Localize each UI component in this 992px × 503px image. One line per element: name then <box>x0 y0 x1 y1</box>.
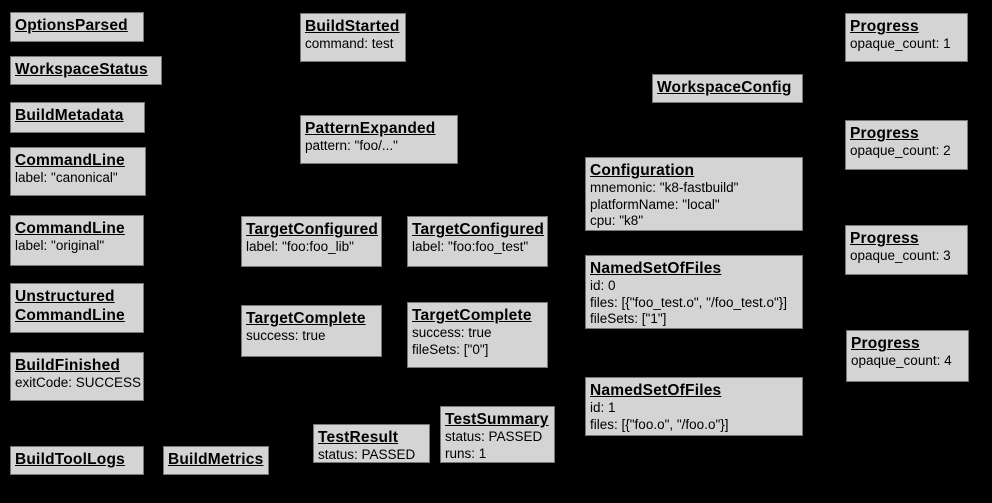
node-title: Unstructured CommandLine <box>15 288 125 324</box>
event-node-progress-2: Progress opaque_count: 2 <box>845 120 968 170</box>
event-node-progress-1: Progress opaque_count: 1 <box>845 13 968 62</box>
event-node-target-configured-foo-lib: TargetConfigured label: "foo:foo_lib" <box>241 216 382 267</box>
node-field: mnemonic: "k8-fastbuild" <box>590 180 739 195</box>
node-field: opaque_count: 4 <box>851 353 952 368</box>
node-field: exitCode: SUCCESS <box>15 375 142 390</box>
event-node-named-set-of-files-0: NamedSetOfFiles id: 0 files: [{"foo_test… <box>585 255 803 329</box>
node-title: NamedSetOfFiles <box>590 260 722 277</box>
node-field: pattern: "foo/..." <box>305 138 398 153</box>
event-node-target-complete-foo-test: TargetComplete success: true fileSets: [… <box>407 302 548 368</box>
event-node-test-result: TestResult status: PASSED <box>313 424 430 463</box>
node-title: OptionsParsed <box>15 17 128 34</box>
event-node-configuration: Configuration mnemonic: "k8-fastbuild" p… <box>585 157 803 231</box>
node-field: label: "canonical" <box>15 170 118 185</box>
event-node-progress-3: Progress opaque_count: 3 <box>845 225 968 275</box>
node-field: fileSets: ["1"] <box>590 311 667 326</box>
node-field: id: 1 <box>590 400 616 415</box>
node-field: status: PASSED <box>318 447 416 462</box>
node-field: label: "original" <box>15 238 105 253</box>
event-node-build-started: BuildStarted command: test <box>300 13 406 62</box>
node-title: TestResult <box>318 429 399 446</box>
event-node-target-configured-foo-test: TargetConfigured label: "foo:foo_test" <box>407 216 548 267</box>
event-node-unstructured-command-line: Unstructured CommandLine <box>10 283 144 333</box>
node-title: Configuration <box>590 162 695 179</box>
node-title: Progress <box>850 18 919 35</box>
node-field: status: PASSED <box>445 429 543 444</box>
node-title: BuildMetrics <box>168 451 264 468</box>
event-node-build-metadata: BuildMetadata <box>10 102 145 133</box>
node-field: success: true <box>412 325 492 340</box>
node-field: label: "foo:foo_lib" <box>246 239 354 254</box>
event-node-options-parsed: OptionsParsed <box>10 12 144 42</box>
node-title: WorkspaceConfig <box>657 79 792 96</box>
node-title: BuildStarted <box>305 18 400 35</box>
node-title: NamedSetOfFiles <box>590 382 722 399</box>
event-node-workspace-status: WorkspaceStatus <box>10 56 162 85</box>
event-node-named-set-of-files-1: NamedSetOfFiles id: 1 files: [{"foo.o", … <box>585 377 803 436</box>
event-node-workspace-config: WorkspaceConfig <box>652 74 803 103</box>
node-field: success: true <box>246 328 326 343</box>
event-node-test-summary: TestSummary status: PASSED runs: 1 <box>440 406 555 463</box>
node-title: Progress <box>850 125 919 142</box>
event-node-build-metrics: BuildMetrics <box>163 446 269 475</box>
node-title: WorkspaceStatus <box>15 61 148 78</box>
event-node-build-tool-logs: BuildToolLogs <box>10 446 144 475</box>
node-field: cpu: "k8" <box>590 213 644 228</box>
node-field: files: [{"foo.o", "/foo.o"}] <box>590 416 729 432</box>
event-node-build-finished: BuildFinished exitCode: SUCCESS <box>10 352 144 401</box>
event-node-progress-4: Progress opaque_count: 4 <box>846 330 969 382</box>
node-field: opaque_count: 1 <box>850 36 951 51</box>
node-field: opaque_count: 2 <box>850 143 951 158</box>
node-title: TargetConfigured <box>246 221 379 238</box>
node-title: CommandLine <box>15 220 125 237</box>
event-node-command-line-canonical: CommandLine label: "canonical" <box>10 147 146 196</box>
node-title: TestSummary <box>445 411 549 428</box>
node-title: BuildMetadata <box>15 107 124 124</box>
node-title: Progress <box>851 335 920 352</box>
event-node-pattern-expanded: PatternExpanded pattern: "foo/..." <box>300 115 458 164</box>
event-node-command-line-original: CommandLine label: "original" <box>10 215 144 266</box>
node-title: BuildFinished <box>15 357 121 374</box>
node-title: PatternExpanded <box>305 120 436 137</box>
node-title: TargetComplete <box>246 310 366 327</box>
node-title: TargetComplete <box>412 307 532 324</box>
node-field: platformName: "local" <box>590 196 720 212</box>
node-field: runs: 1 <box>445 445 487 461</box>
event-node-target-complete-foo-lib: TargetComplete success: true <box>241 305 382 357</box>
node-field: label: "foo:foo_test" <box>412 239 529 254</box>
node-title: TargetConfigured <box>412 221 545 238</box>
node-field: command: test <box>305 36 394 51</box>
node-title: BuildToolLogs <box>15 451 125 468</box>
node-field: files: [{"foo_test.o", "/foo_test.o"}] <box>590 294 788 310</box>
node-field: id: 0 <box>590 278 616 293</box>
node-title: CommandLine <box>15 152 125 169</box>
node-title: Progress <box>850 230 919 247</box>
node-field: opaque_count: 3 <box>850 248 951 263</box>
node-field: fileSets: ["0"] <box>412 341 489 357</box>
